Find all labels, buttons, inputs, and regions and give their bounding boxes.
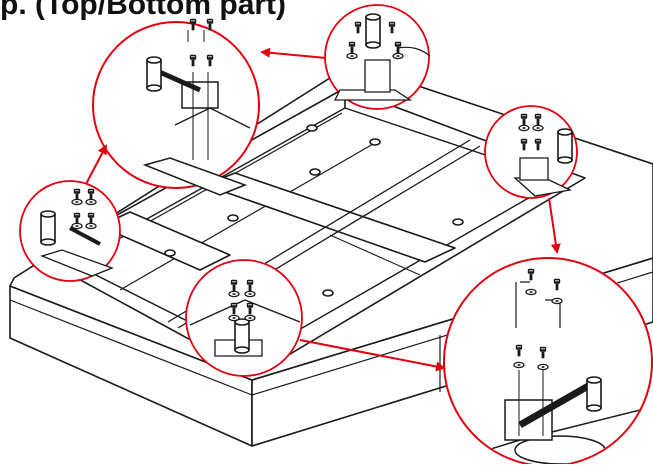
washer-icon (518, 124, 530, 132)
washer-icon (71, 222, 83, 230)
washer-icon (228, 290, 240, 298)
leg-icon (146, 56, 162, 92)
washer-icon (525, 288, 537, 296)
washer-icon (85, 222, 97, 230)
leg-icon (234, 318, 250, 354)
washer-icon (513, 361, 525, 369)
detail-circle-right (484, 105, 578, 199)
washer-icon (71, 198, 83, 206)
washer-icon (551, 297, 563, 305)
washer-icon (228, 314, 240, 322)
partial-heading: p. (Top/Bottom part) (0, 0, 287, 21)
washer-icon (392, 52, 404, 60)
washer-icon (537, 363, 549, 371)
leg-icon (557, 128, 573, 164)
arrow-icon (299, 339, 446, 372)
washer-icon (532, 124, 544, 132)
detail-circle-bottom (185, 259, 303, 377)
arrow-icon (260, 47, 327, 59)
leg-icon (365, 13, 381, 49)
arrow-icon (85, 144, 107, 185)
detail-circle-top (324, 4, 431, 110)
washer-icon (346, 52, 358, 60)
arrow-icon (548, 197, 561, 254)
leg-icon (40, 210, 56, 246)
washer-icon (85, 198, 97, 206)
leg-icon (586, 376, 602, 412)
washer-icon (244, 290, 256, 298)
detail-circle-top-left (92, 18, 260, 196)
washer-icon (244, 314, 256, 322)
detail-circle-zoom (443, 257, 653, 467)
detail-circle-left (19, 180, 121, 282)
